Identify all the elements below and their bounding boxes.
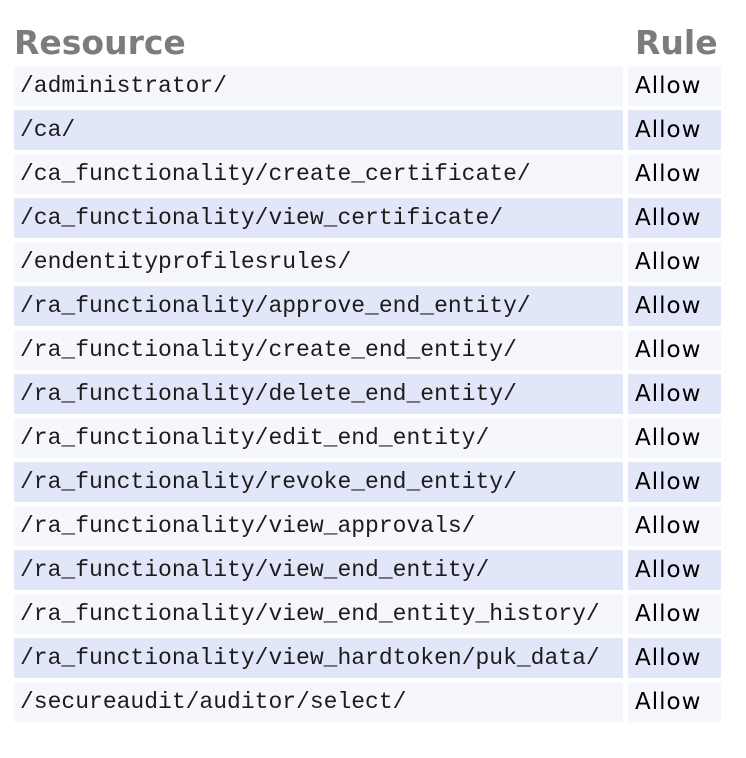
rule-cell: Allow xyxy=(628,198,721,238)
access-rules-body: /administrator/ Allow /ca/ Allow /ca_fun… xyxy=(14,66,721,722)
rule-cell: Allow xyxy=(628,594,721,634)
resource-cell: /ra_functionality/view_end_entity/ xyxy=(14,550,623,590)
rule-cell: Allow xyxy=(628,286,721,326)
resource-cell: /ra_functionality/view_approvals/ xyxy=(14,506,623,546)
table-row: /ra_functionality/view_end_entity_histor… xyxy=(14,594,721,634)
rule-cell: Allow xyxy=(628,682,721,722)
access-rules-table: Resource Rule /administrator/ Allow /ca/… xyxy=(9,18,726,726)
rule-cell: Allow xyxy=(628,374,721,414)
resource-cell: /ra_functionality/create_end_entity/ xyxy=(14,330,623,370)
table-row: /ra_functionality/edit_end_entity/ Allow xyxy=(14,418,721,458)
table-row: /ra_functionality/revoke_end_entity/ All… xyxy=(14,462,721,502)
resource-cell: /ca_functionality/create_certificate/ xyxy=(14,154,623,194)
resource-cell: /ra_functionality/view_hardtoken/puk_dat… xyxy=(14,638,623,678)
resource-cell: /ca_functionality/view_certificate/ xyxy=(14,198,623,238)
resource-cell: /ra_functionality/edit_end_entity/ xyxy=(14,418,623,458)
table-row: /ra_functionality/view_end_entity/ Allow xyxy=(14,550,721,590)
resource-cell: /ca/ xyxy=(14,110,623,150)
resource-cell: /ra_functionality/delete_end_entity/ xyxy=(14,374,623,414)
table-row: /ca_functionality/create_certificate/ Al… xyxy=(14,154,721,194)
table-row: /ra_functionality/view_hardtoken/puk_dat… xyxy=(14,638,721,678)
resource-cell: /ra_functionality/view_end_entity_histor… xyxy=(14,594,623,634)
rule-cell: Allow xyxy=(628,242,721,282)
table-row: /administrator/ Allow xyxy=(14,66,721,106)
rule-cell: Allow xyxy=(628,550,721,590)
table-row: /ra_functionality/delete_end_entity/ All… xyxy=(14,374,721,414)
rule-cell: Allow xyxy=(628,462,721,502)
resource-cell: /secureaudit/auditor/select/ xyxy=(14,682,623,722)
rule-cell: Allow xyxy=(628,154,721,194)
rule-cell: Allow xyxy=(628,66,721,106)
column-header-rule: Rule xyxy=(635,22,718,62)
table-row: /ra_functionality/create_end_entity/ All… xyxy=(14,330,721,370)
table-row: /ca_functionality/view_certificate/ Allo… xyxy=(14,198,721,238)
resource-cell: /administrator/ xyxy=(14,66,623,106)
rule-cell: Allow xyxy=(628,110,721,150)
resource-cell: /endentityprofilesrules/ xyxy=(14,242,623,282)
table-row: /ca/ Allow xyxy=(14,110,721,150)
table-row: /endentityprofilesrules/ Allow xyxy=(14,242,721,282)
access-rules-header: Resource Rule xyxy=(14,22,721,62)
rule-cell: Allow xyxy=(628,638,721,678)
table-row: /ra_functionality/approve_end_entity/ Al… xyxy=(14,286,721,326)
resource-cell: /ra_functionality/revoke_end_entity/ xyxy=(14,462,623,502)
column-header-resource: Resource xyxy=(14,22,186,62)
table-row: /ra_functionality/view_approvals/ Allow xyxy=(14,506,721,546)
rule-cell: Allow xyxy=(628,418,721,458)
rule-cell: Allow xyxy=(628,506,721,546)
table-row: /secureaudit/auditor/select/ Allow xyxy=(14,682,721,722)
resource-cell: /ra_functionality/approve_end_entity/ xyxy=(14,286,623,326)
rule-cell: Allow xyxy=(628,330,721,370)
header-row: Resource Rule xyxy=(14,22,721,62)
